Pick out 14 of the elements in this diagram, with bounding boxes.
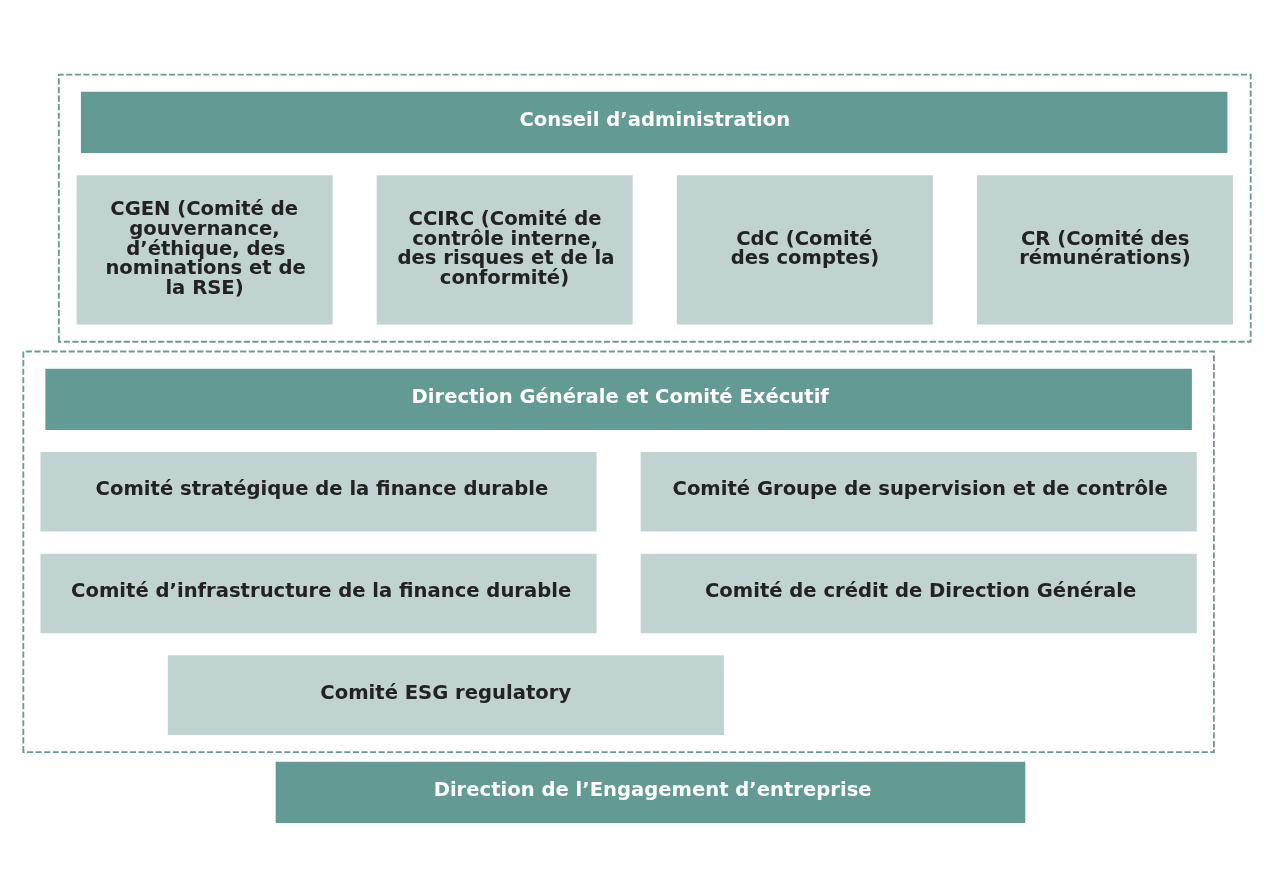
node-box: CCIRC (Comité de contrôle interne, des risques et de la conformité) bbox=[376, 174, 633, 325]
node-box: Direction de l’Engagement d’entreprise bbox=[275, 761, 1026, 823]
node-box: Comité de crédit de Direction Générale bbox=[640, 553, 1197, 633]
node-box: Comité d’infrastructure de la finance durable bbox=[40, 553, 597, 633]
cluster bbox=[22, 350, 1215, 753]
node-box: Comité Groupe de supervision et de contrôle bbox=[640, 451, 1197, 532]
node-box: CR (Comité des rémunérations) bbox=[976, 174, 1233, 325]
node-box: Conseil d’administration bbox=[80, 91, 1228, 153]
node-box: CGEN (Comité de gouvernance, d’éthique, des nominations et de la RSE) bbox=[76, 174, 333, 325]
node-box: Direction Générale et Comité Exécutif bbox=[45, 368, 1192, 430]
node-box: Comité ESG regulatory bbox=[167, 654, 724, 735]
cluster bbox=[57, 73, 1252, 343]
node-box: Comité stratégique de la finance durable bbox=[40, 451, 597, 532]
node-box: CdC (Comité des comptes) bbox=[676, 174, 933, 325]
